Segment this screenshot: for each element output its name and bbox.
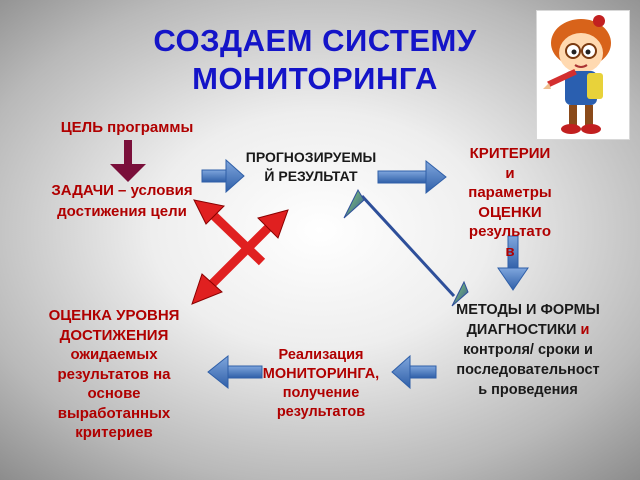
tasks-to-result-arrow — [201, 158, 245, 194]
tasks-line-1: ЗАДАЧИ – условия — [51, 182, 193, 199]
assessment-line-3: ожидаемых — [70, 346, 158, 363]
criteria-line-2: и — [505, 164, 515, 182]
methods-line-5: ь проведения — [478, 382, 578, 398]
methods-to-implementation-arrow — [391, 354, 437, 390]
goal-label: ЦЕЛЬ программы — [60, 119, 194, 136]
criteria-line-4: ОЦЕНКИ — [478, 203, 542, 221]
cartoon-boy-illustration — [536, 10, 630, 140]
methods-label: МЕТОДЫ И ФОРМЫ ДИАГНОСТИКИ и контроля/ с… — [428, 300, 628, 400]
assessment-line-1: ОЦЕНКА УРОВНЯ — [48, 307, 180, 324]
criteria-line-1: КРИТЕРИИ — [469, 145, 551, 162]
criteria-line-3: параметры — [468, 184, 552, 201]
title-line-2: МОНИТОРИНГА — [192, 61, 438, 96]
result-to-criteria-arrow — [377, 159, 447, 195]
methods-line-1: МЕТОДЫ И ФОРМЫ — [456, 302, 600, 318]
tasks-label: ЗАДАЧИ – условия достижения цели — [34, 180, 210, 222]
criteria-to-methods-arrow — [497, 235, 529, 291]
assessment-line-6: выработанных — [57, 404, 171, 422]
cartoon-boy-icon — [543, 15, 611, 134]
criteria-label: КРИТЕРИИ и параметры ОЦЕНКИ результато в — [448, 144, 572, 261]
predicted-result-label: ПРОГНОЗИРУЕМЫ Й РЕЗУЛЬТАТ — [222, 148, 400, 186]
page-title: СОЗДАЕМ СИСТЕМУ МОНИТОРИНГА — [100, 22, 530, 98]
assessment-label: ОЦЕНКА УРОВНЯ ДОСТИЖЕНИЯ ожидаемых резул… — [24, 306, 204, 443]
criteria-line-5: результато — [468, 223, 552, 240]
implementation-line-3: получение — [282, 385, 360, 401]
methods-line-2: ДИАГНОСТИКИ и — [428, 320, 628, 340]
implementation-line-2: МОНИТОРИНГА, — [262, 366, 380, 382]
implementation-label: Реализация МОНИТОРИНГА, получение резуль… — [246, 346, 396, 422]
assessment-line-4: результатов на — [57, 365, 171, 383]
methods-and: и — [580, 322, 590, 338]
methods-line-2-caps: ДИАГНОСТИКИ — [466, 322, 577, 338]
result-line-2: Й РЕЗУЛЬТАТ — [264, 168, 358, 184]
result-methods-connector — [343, 188, 469, 307]
implementation-line-1: Реализация — [278, 347, 364, 363]
title-line-1: СОЗДАЕМ СИСТЕМУ — [153, 23, 477, 58]
goal-to-tasks-arrow — [110, 140, 146, 182]
methods-line-3: контроля/ сроки и — [463, 342, 593, 358]
tasks-assessment-double-arrow — [191, 199, 289, 305]
tasks-line-2: достижения цели — [57, 203, 187, 220]
implementation-line-4: результатов — [276, 404, 366, 420]
assessment-line-2: ДОСТИЖЕНИЯ — [59, 326, 169, 344]
implementation-to-assessment-arrow — [207, 354, 263, 390]
assessment-line-7: критериев — [75, 424, 153, 441]
result-line-1: ПРОГНОЗИРУЕМЫ — [245, 149, 377, 165]
methods-line-4: последовательност — [456, 362, 600, 378]
criteria-line-6: в — [505, 242, 515, 260]
assessment-line-5: основе — [87, 385, 141, 402]
